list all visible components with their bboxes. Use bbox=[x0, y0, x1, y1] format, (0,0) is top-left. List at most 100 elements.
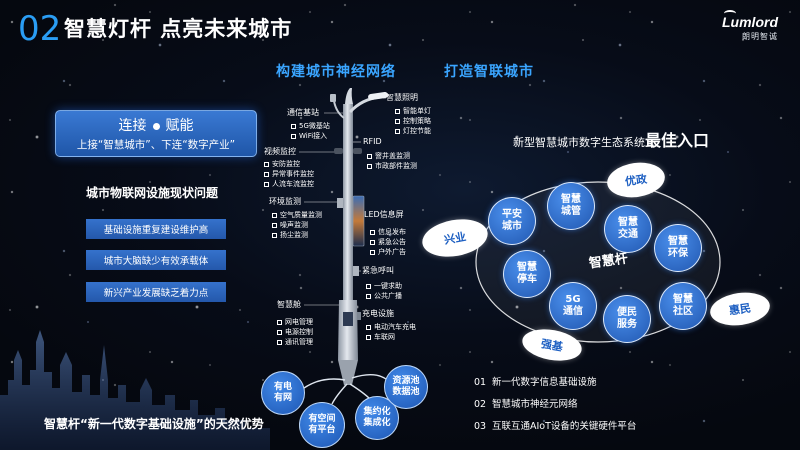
module-item: 市政部件监测 bbox=[367, 161, 417, 171]
module-item: 控制策略 bbox=[395, 116, 431, 126]
lamp-pole bbox=[330, 88, 388, 385]
checkbox-icon bbox=[264, 181, 269, 187]
module-item-label: 灯控节能 bbox=[403, 127, 431, 135]
checkbox-icon bbox=[272, 232, 277, 238]
pole-module-rfid: RFID 窨井盖监测 市政部件监测 bbox=[363, 137, 417, 171]
advantage-line: 资源池 bbox=[392, 376, 420, 386]
role-item: 01 新一代数字信息基础设施 bbox=[474, 377, 597, 389]
module-item: 窨井盖监测 bbox=[367, 151, 417, 161]
module-item-label: 电动汽车充电 bbox=[374, 323, 416, 331]
service-line: 智慧 bbox=[517, 262, 537, 273]
role-number: 03 bbox=[474, 421, 487, 432]
advantage-bubble: 有电 有网 bbox=[261, 371, 305, 415]
service-bubble: 智慧 环保 bbox=[654, 224, 702, 272]
module-item-label: 5G微基站 bbox=[299, 122, 330, 130]
cable bbox=[351, 374, 387, 380]
emergency-call-box bbox=[353, 266, 359, 276]
module-item: 噪声监测 bbox=[272, 220, 322, 230]
service-line: 停车 bbox=[517, 274, 537, 285]
module-item-label: 人流车流监控 bbox=[272, 180, 314, 188]
service-bubble: 智慧 社区 bbox=[659, 282, 707, 330]
checkbox-icon bbox=[291, 133, 296, 139]
checkbox-icon bbox=[277, 319, 282, 325]
module-item-label: 空气质量监测 bbox=[280, 211, 322, 219]
module-title: 紧急呼叫 bbox=[362, 266, 394, 275]
role-text: 智慧城市神经元网络 bbox=[492, 399, 578, 410]
module-item: 电源控制 bbox=[277, 327, 313, 337]
service-line: 智慧 bbox=[561, 194, 581, 205]
problem-item: 城市大脑缺少有效承载体 bbox=[86, 250, 226, 270]
module-title: 环境监测 bbox=[269, 197, 301, 206]
pole-cap bbox=[345, 88, 353, 104]
cabinet-screen bbox=[343, 312, 353, 326]
service-line: 环保 bbox=[668, 248, 688, 259]
service-line: 便民 bbox=[617, 307, 637, 318]
cable bbox=[349, 383, 371, 400]
module-item: 异常事件监控 bbox=[264, 169, 314, 179]
service-bubble: 5G 通信 bbox=[549, 282, 597, 330]
service-line: 城市 bbox=[502, 221, 522, 232]
checkbox-icon bbox=[370, 239, 375, 245]
pole-cabinet bbox=[338, 300, 358, 360]
module-item: 安防监控 bbox=[264, 159, 314, 169]
module-item: 5G微基站 bbox=[291, 121, 330, 131]
cable bbox=[303, 378, 346, 389]
connect-empower-line: 连接 赋能 bbox=[56, 118, 256, 135]
checkbox-icon bbox=[291, 123, 296, 129]
checkbox-icon bbox=[264, 161, 269, 167]
checkbox-icon bbox=[367, 163, 372, 169]
module-item-label: 控制策略 bbox=[403, 117, 431, 125]
service-bubble: 智慧 城管 bbox=[547, 182, 595, 230]
module-item: 公共广播 bbox=[366, 291, 402, 301]
problem-item: 基础设施重复建设维护高 bbox=[86, 219, 226, 239]
pole-module-environment: 环境监测 空气质量监测 噪声监测 扬尘监测 bbox=[269, 197, 322, 240]
service-bubble: 智慧 交通 bbox=[604, 205, 652, 253]
empower-label: 赋能 bbox=[165, 118, 194, 134]
ecosystem-caption-text: 新型智慧城市数字生态系统 bbox=[513, 136, 645, 149]
env-sensor bbox=[337, 198, 343, 208]
advantage-line: 有平台 bbox=[308, 425, 336, 435]
camera-left bbox=[334, 148, 343, 154]
checkbox-icon bbox=[366, 324, 371, 330]
antenna-arm bbox=[333, 100, 345, 119]
lamp-head bbox=[368, 92, 388, 100]
checkbox-icon bbox=[367, 153, 372, 159]
checkbox-icon bbox=[366, 293, 371, 299]
module-title: RFID bbox=[363, 137, 382, 146]
service-line: 社区 bbox=[673, 306, 693, 317]
service-line: 服务 bbox=[617, 319, 637, 330]
advantage-caption: 智慧杆“新一代数字基础设施”的天然优势 bbox=[44, 417, 264, 431]
module-item: 灯控节能 bbox=[395, 126, 431, 136]
module-item: 通讯管理 bbox=[277, 337, 313, 347]
pole-module-led-screen: LED信息屏 信息发布 紧急公告 户外广告 bbox=[364, 210, 406, 257]
role-text: 互联互通AIoT设备的关键硬件平台 bbox=[492, 421, 637, 432]
advantage-line: 集成化 bbox=[363, 418, 391, 428]
advantage-line: 有电 bbox=[273, 382, 292, 392]
module-item: 智能单灯 bbox=[395, 106, 431, 116]
module-title: LED信息屏 bbox=[364, 210, 404, 219]
charging-port bbox=[357, 312, 361, 320]
service-line: 5G bbox=[565, 294, 581, 305]
service-line: 智慧 bbox=[618, 217, 638, 228]
problem-item: 新兴产业发展缺乏着力点 bbox=[86, 282, 226, 302]
module-item-label: 噪声监测 bbox=[280, 221, 308, 229]
module-item-label: 紧急公告 bbox=[378, 238, 406, 246]
module-item: 紧急公告 bbox=[370, 237, 406, 247]
module-title: 通信基站 bbox=[287, 108, 319, 117]
service-bubble: 便民 服务 bbox=[603, 295, 651, 343]
service-bubble: 智慧 停车 bbox=[503, 250, 551, 298]
module-item-label: 公共广播 bbox=[374, 292, 402, 300]
service-line: 智慧 bbox=[673, 294, 693, 305]
leader-lines bbox=[299, 97, 386, 306]
page-title: 智慧灯杆 点亮未来城市 bbox=[64, 17, 293, 41]
problems-title: 城市物联网设施现状问题 bbox=[86, 186, 219, 200]
ecosystem-caption: 新型智慧城市数字生态系统 最佳入口 bbox=[513, 132, 709, 150]
brand-logo: Lumlord 朗明智诚 bbox=[722, 10, 786, 42]
checkbox-icon bbox=[395, 108, 400, 114]
connect-empower-panel: 连接 赋能 上接“智慧城市”、下连“数字产业” bbox=[55, 110, 257, 157]
module-item-label: 网电管理 bbox=[285, 318, 313, 326]
service-line: 通信 bbox=[563, 306, 583, 317]
service-line: 城管 bbox=[561, 206, 581, 217]
checkbox-icon bbox=[366, 283, 371, 289]
pole-base bbox=[338, 360, 358, 385]
